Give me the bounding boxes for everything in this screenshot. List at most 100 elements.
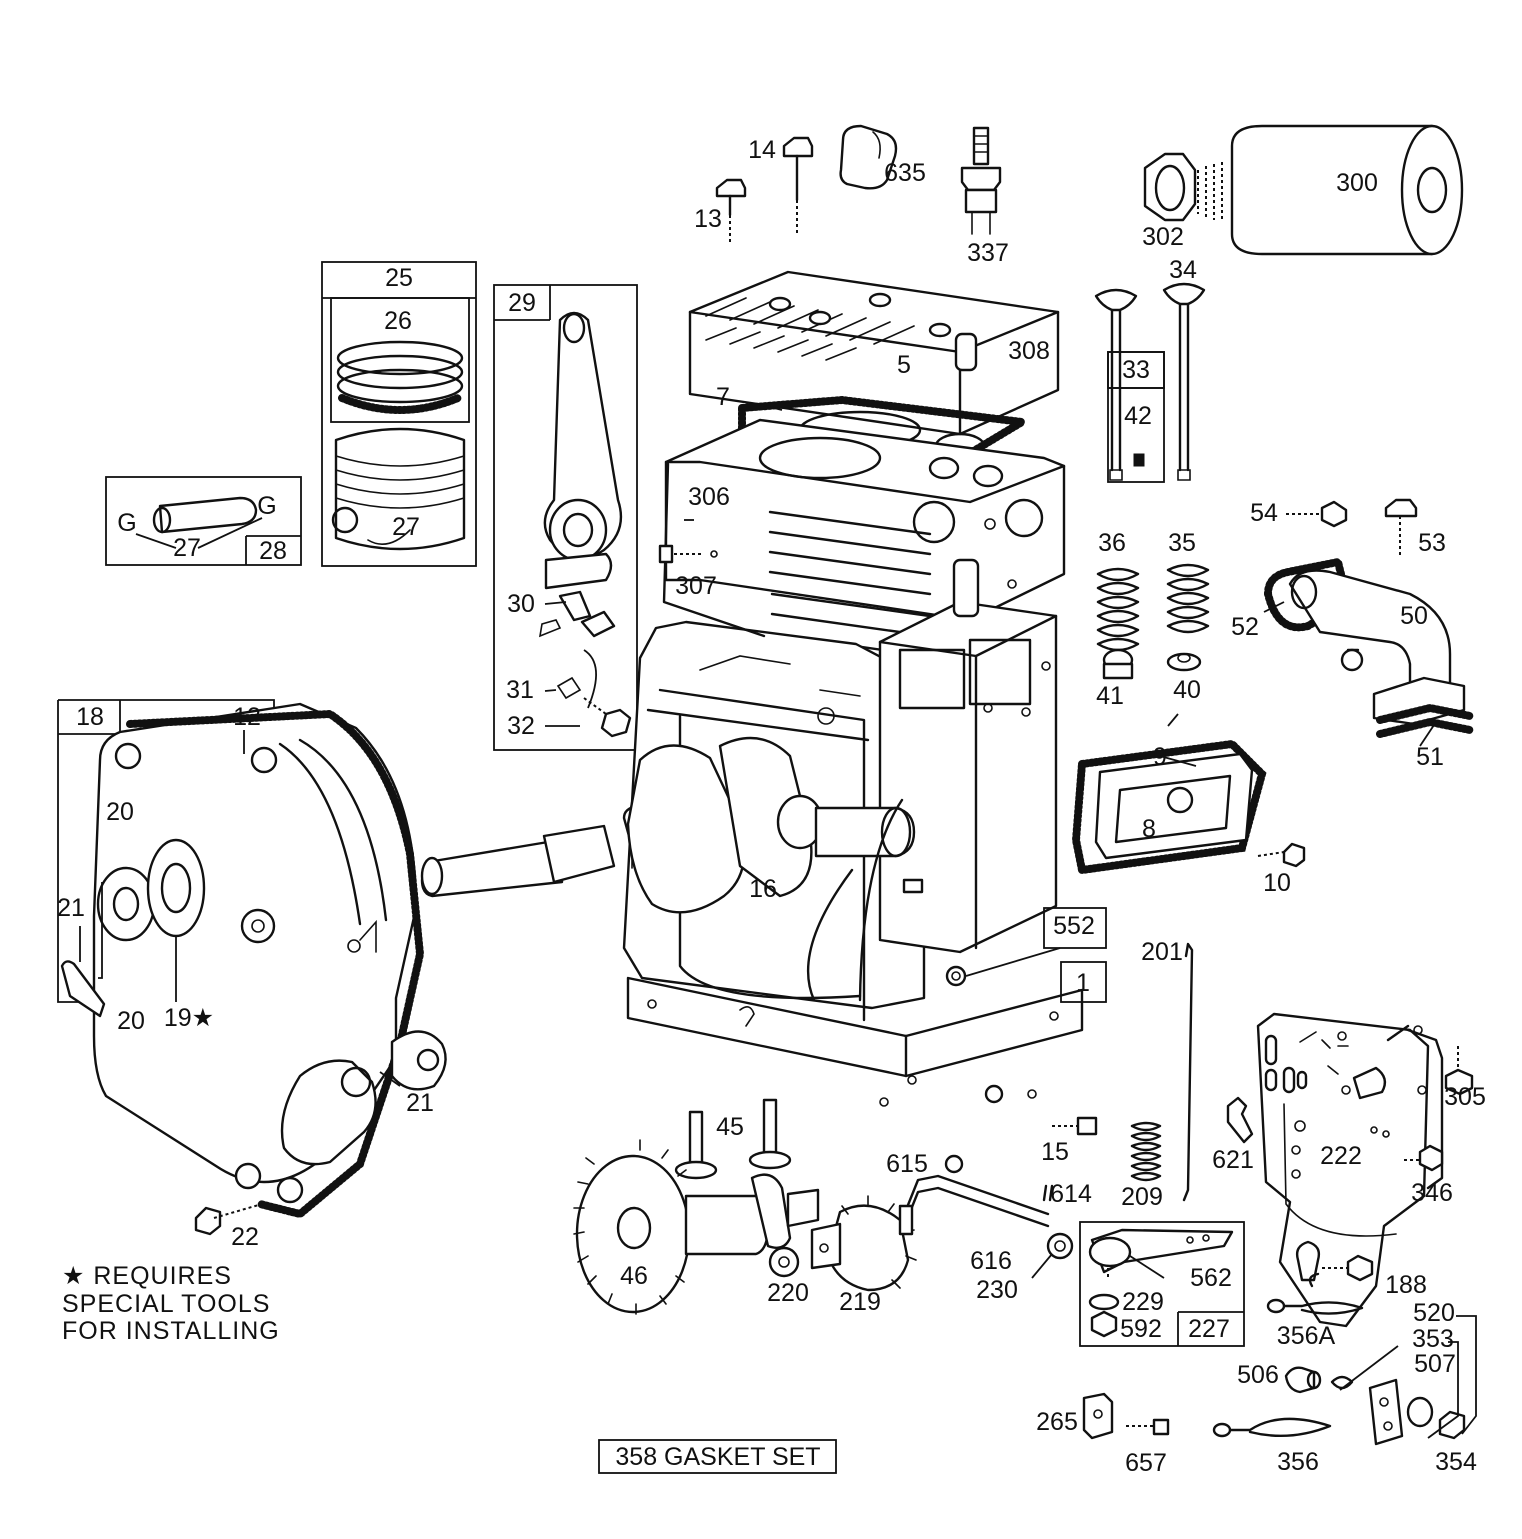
- label-616: 616: [970, 1247, 1012, 1275]
- label-46: 46: [620, 1262, 648, 1290]
- label-562: 562: [1190, 1264, 1232, 1292]
- label-220: 220: [767, 1279, 809, 1307]
- label-27-pin: 27: [173, 534, 201, 562]
- label-21-right: 21: [406, 1089, 434, 1117]
- label-41: 41: [1096, 682, 1124, 710]
- ground-wire-356A: [1266, 1298, 1364, 1315]
- label-10: 10: [1263, 869, 1291, 897]
- label-592: 592: [1120, 1315, 1162, 1343]
- note-line-3: FOR INSTALLING: [62, 1317, 280, 1345]
- clip-265: [1082, 1392, 1114, 1440]
- ground-wire-356: [1212, 1417, 1332, 1438]
- label-300: 300: [1336, 169, 1378, 197]
- connecting-rod-box-29: [493, 284, 638, 751]
- label-30: 30: [507, 590, 535, 618]
- label-614: 614: [1050, 1180, 1092, 1208]
- label-40: 40: [1173, 676, 1201, 704]
- label-54: 54: [1250, 499, 1278, 527]
- cylinder-block-1: [622, 418, 1107, 1107]
- label-307: 307: [675, 572, 717, 600]
- label-7: 7: [716, 383, 730, 411]
- label-230: 230: [976, 1276, 1018, 1304]
- label-13: 13: [694, 205, 722, 233]
- label-27-piston: 27: [392, 513, 420, 541]
- screw-10: [1257, 842, 1306, 868]
- label-188: 188: [1385, 1271, 1427, 1299]
- label-227: 227: [1188, 1315, 1230, 1343]
- label-520: 520: [1413, 1299, 1455, 1327]
- label-35: 35: [1168, 529, 1196, 557]
- label-42: 42: [1124, 402, 1152, 430]
- screw-13: [715, 178, 747, 245]
- label-31: 31: [506, 676, 534, 704]
- screw-657: [1126, 1418, 1170, 1436]
- label-28: 28: [259, 537, 287, 565]
- label-201: 201: [1141, 938, 1183, 966]
- label-356: 356: [1277, 1448, 1319, 1476]
- label-12: 12: [233, 703, 261, 731]
- control-bracket-222: [1256, 1012, 1444, 1328]
- piston-27: [331, 427, 466, 551]
- sump-cover-box-18: [57, 699, 447, 1219]
- governor-gear-219: [810, 1195, 917, 1292]
- clip-621: [1226, 1096, 1254, 1144]
- label-229: 229: [1122, 1288, 1164, 1316]
- label-615: 615: [886, 1150, 928, 1178]
- label-19: 19★: [164, 1004, 214, 1032]
- valve-spring-36: [1096, 567, 1140, 680]
- label-552: 552: [1053, 912, 1095, 940]
- screw-14: [782, 136, 814, 236]
- spark-plug-337: [960, 126, 1002, 235]
- label-346: 346: [1411, 1179, 1453, 1207]
- label-25: 25: [385, 264, 413, 292]
- label-621: 621: [1212, 1146, 1254, 1174]
- cam-followers-45: [674, 1098, 792, 1180]
- muffler-300: [1197, 124, 1464, 256]
- label-16: 16: [749, 875, 777, 903]
- label-353: 353: [1412, 1325, 1454, 1353]
- gasket-set-label: 358 GASKET SET: [615, 1443, 820, 1471]
- pin-614: [1042, 1184, 1054, 1202]
- valves-box-33: [1094, 282, 1206, 483]
- label-G-right: G: [257, 492, 276, 520]
- label-219: 219: [839, 1288, 881, 1316]
- governor-link-201: [1182, 942, 1194, 1202]
- spark-plug-boot-635: [839, 124, 898, 190]
- label-29: 29: [508, 289, 536, 317]
- label-G-left: G: [117, 509, 136, 537]
- label-32: 32: [507, 712, 535, 740]
- label-507: 507: [1414, 1350, 1456, 1378]
- spring-209: [1130, 1121, 1162, 1182]
- screw-22: [194, 1203, 263, 1236]
- label-14: 14: [748, 136, 776, 164]
- label-36: 36: [1098, 529, 1126, 557]
- label-18: 18: [76, 703, 104, 731]
- label-45: 45: [716, 1113, 744, 1141]
- label-305: 305: [1444, 1083, 1486, 1111]
- label-1: 1: [1076, 969, 1090, 997]
- label-354: 354: [1435, 1448, 1477, 1476]
- note-line-1: ★ REQUIRES: [62, 1262, 232, 1290]
- label-box-33: [1107, 351, 1165, 389]
- washer-230: [1046, 1232, 1074, 1260]
- label-306: 306: [688, 483, 730, 511]
- piston-assembly-box-25: [321, 261, 477, 567]
- plug-307: [658, 544, 718, 564]
- screw-305: [1444, 1046, 1474, 1096]
- label-9: 9: [1153, 743, 1167, 771]
- label-356A: 356A: [1277, 1322, 1336, 1350]
- camshaft-gear-46: [573, 1139, 820, 1315]
- leader-lines: [79, 403, 1437, 1279]
- label-22: 22: [231, 1223, 259, 1251]
- clip-615: [944, 1154, 964, 1174]
- piston-pin-box-28: [105, 476, 302, 566]
- nut-302: [1143, 152, 1197, 222]
- piston-rings-26: [336, 340, 464, 414]
- washer-220: [768, 1246, 800, 1278]
- label-308: 308: [1008, 337, 1050, 365]
- label-50: 50: [1400, 602, 1428, 630]
- screw-53: [1384, 498, 1418, 556]
- label-265: 265: [1036, 1408, 1078, 1436]
- tappet-cover-8: [1071, 739, 1267, 875]
- valve-spring-35: [1166, 563, 1210, 672]
